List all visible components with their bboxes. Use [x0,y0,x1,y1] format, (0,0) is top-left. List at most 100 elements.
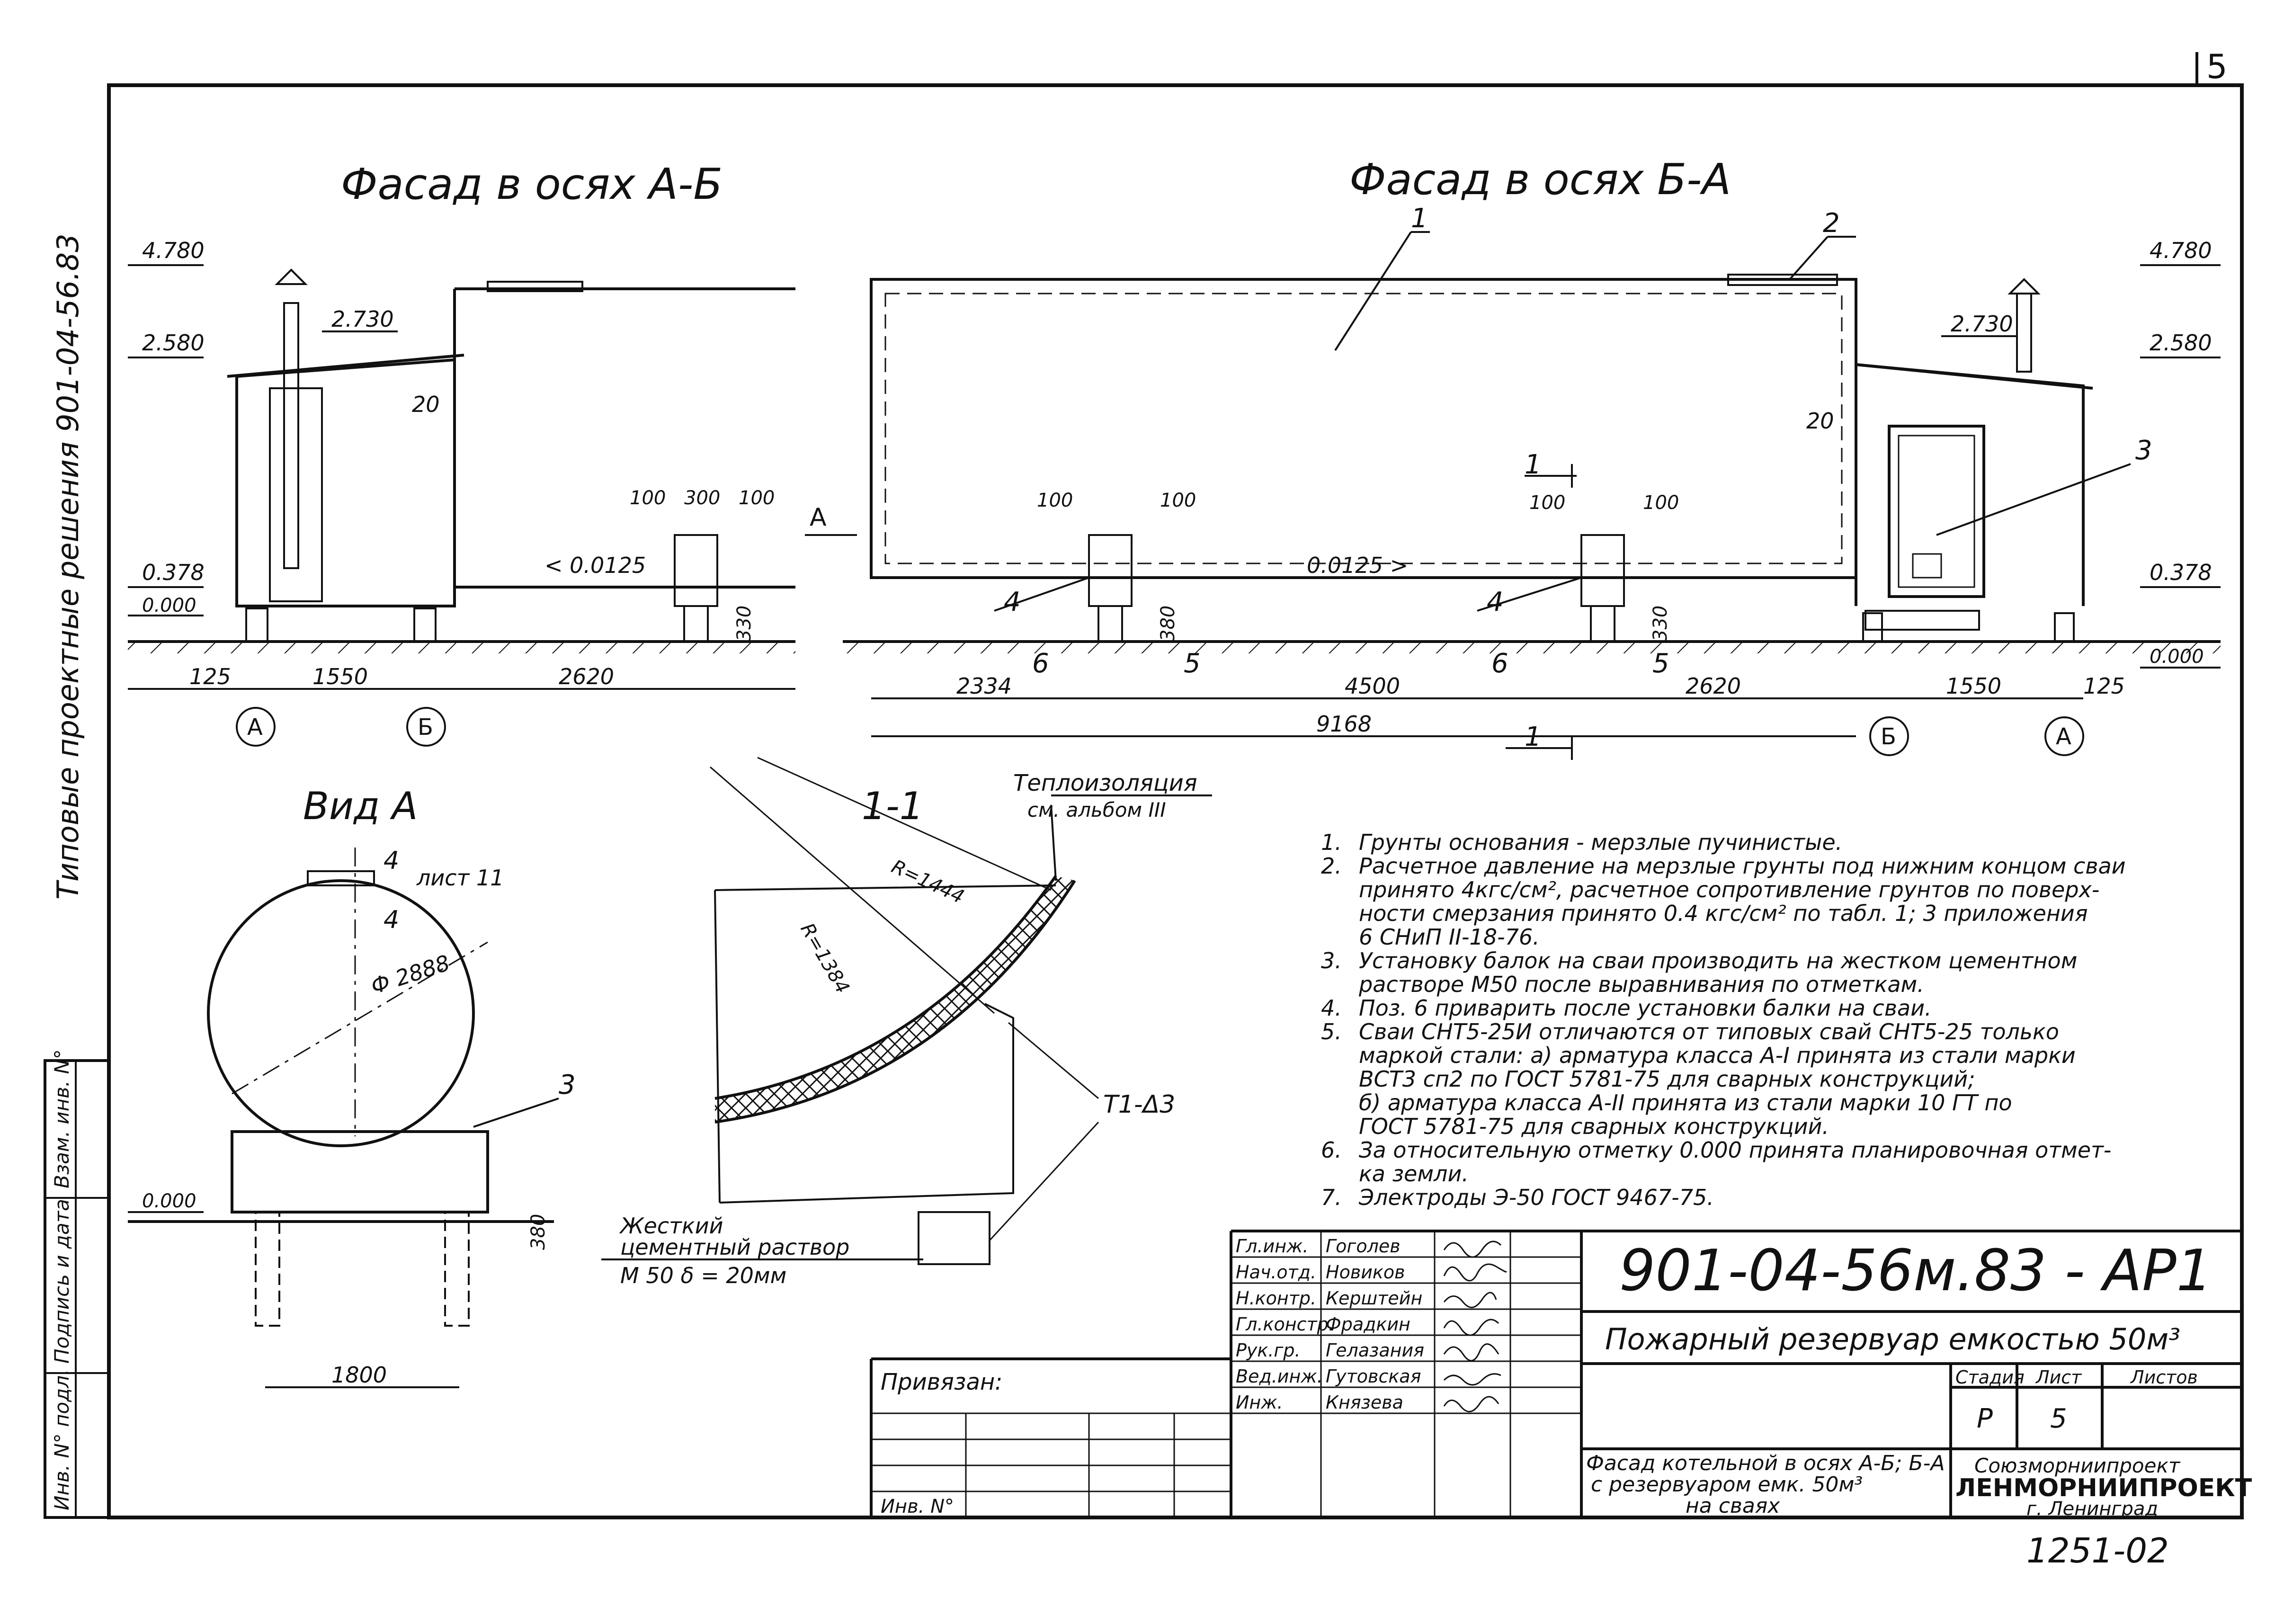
facade-ba-level-2580: 2.580 [2150,330,2212,356]
note-6-line-1: За относительную отметку 0.000 принята п… [1359,1137,2111,1163]
view-a: Вид А 4 4 лист 11 Ф 2888 3 0.000 380 180… [128,784,576,1388]
org-name-1: Союзморниипроект [1974,1454,2181,1477]
facade-ba-pile-dim-4: 100 [1643,492,1679,514]
note-6-num: 6. [1321,1137,1342,1163]
section-mortar-3: М 50 δ = 20мм [620,1263,786,1288]
facade-ab-dim-1550: 1550 [312,664,368,689]
role-1: Гл.инж. [1236,1236,1308,1257]
note-5-line-1: Сваи СНТ5-25И отличаются от типовых свай… [1359,1019,2059,1044]
org-name-2: ЛЕНМОРНИИПРОЕКТ [1955,1474,2252,1502]
facade-ba-dim-2620: 2620 [1686,673,1741,699]
facade-ba-pos-2: 2 [1823,208,1840,239]
facade-ba-title: Фасад в осях Б-А [1349,155,1731,205]
view-a-width: 1800 [331,1362,387,1388]
facade-ab-axis-a: А [247,714,263,741]
sheet-value: 5 [2050,1403,2067,1434]
facade-ba-pile-height-1: 380 [1157,606,1179,642]
facade-ba-level-4780: 4.780 [2150,238,2212,263]
facade-ab-pile-dim-2: 300 [684,487,720,509]
view-a-marker-inner: 4 [384,906,399,934]
section-mortar-2: цементный раствор [620,1234,849,1260]
facade-ba-pos-5a: 5 [1184,648,1201,679]
note-5-num: 5. [1321,1019,1342,1044]
name-4: Фрадкин [1326,1314,1410,1335]
name-3: Керштейн [1326,1288,1422,1309]
facade-ba-pile-height-2: 330 [1650,606,1671,642]
note-6-line-2: ка земли. [1359,1161,1469,1187]
facade-ba: Фасад в осях Б-А [805,155,2221,760]
signatures [1443,1240,1507,1412]
facade-ab-level-0378: 0.378 [142,560,205,585]
sheet-title-1: Фасад котельной в осях А-Б; Б-А [1586,1451,1945,1475]
facade-ba-pos-3: 3 [2135,435,2152,466]
role-6: Вед.инж. [1236,1366,1323,1387]
facade-ba-slope: 0.0125 > [1307,553,1408,578]
facade-ab-callout-20: 20 [412,392,440,417]
sheets-label: Листов [2130,1367,2198,1388]
facade-ba-dim-total: 9168 [1316,711,1372,737]
stage-label: Стадия [1955,1367,2025,1388]
facade-ab-dim-125: 125 [189,664,231,689]
section-insulation-2: см. альбом III [1027,798,1166,821]
facade-ba-dim-2334: 2334 [956,673,1012,699]
facade-ba-axis-b: Б [1881,723,1896,750]
project-name: Пожарный резервуар емкостью 50м³ [1605,1322,2180,1356]
name-5: Гелазания [1326,1340,1424,1361]
note-5-line-5: ГОСТ 5781-75 для сварных конструкций. [1359,1114,1829,1139]
facade-ba-level-2730: 2.730 [1951,311,2013,337]
view-a-level: 0.000 [142,1190,196,1212]
facade-ba-dim-125: 125 [2083,673,2125,699]
drawing-code: 901-04-56м.83 - АР1 [1619,1238,2213,1304]
page-number: 5 [2206,47,2228,86]
stage-value: Р [1977,1403,1993,1434]
facade-ba-axis-a: А [2056,723,2071,750]
view-a-height: 380 [527,1214,549,1250]
org-city: г. Ленинград [2026,1498,2158,1520]
facade-ab-level-4780: 4.780 [142,238,205,263]
facade-ab-level-2730: 2.730 [331,306,394,332]
section-radius-2: R=1384 [796,919,853,997]
bound-label: Привязан: [881,1369,1002,1395]
role-4: Гл.констр. [1236,1314,1334,1335]
facade-ab-axis-b: Б [418,714,433,741]
facade-ab-title: Фасад в осях А-Б [341,160,723,209]
note-3-line-2: растворе М50 после выравнивания по отмет… [1358,972,1924,997]
facade-ba-level-0378: 0.378 [2150,560,2212,585]
facade-ba-dim-1550: 1550 [1946,673,2001,699]
name-7: Князева [1326,1392,1403,1413]
title-block: Гл.инж. Гоголев Нач.отд. Новиков Н.контр… [870,1230,2252,1520]
facade-ab-slope: < 0.0125 [544,553,646,578]
facade-ba-pile-dim-3: 100 [1529,492,1565,514]
note-5-line-4: б) арматура класса А-II принята из стали… [1359,1090,2012,1115]
facade-ba-pos-5b: 5 [1652,648,1669,679]
facade-ab-pile-dim-1: 100 [630,487,666,509]
bottom-code: 1251-02 [2026,1531,2169,1570]
facade-ba-section-mark-top: 1 [1525,449,1542,480]
facade-ba-pile-dim-1: 100 [1037,490,1073,511]
note-5-line-2: маркой стали: а) арматура класса А-I при… [1359,1043,2076,1068]
section-radius-1: R=1444 [888,856,967,908]
left-stamp-label-3: Инв. N° подл. [50,1369,73,1511]
note-7-line-1: Электроды Э-50 ГОСТ 9467-75. [1358,1185,1714,1210]
sheet-title-2: с резервуаром емк. 50м³ [1591,1472,1863,1497]
view-a-sheet-ref: лист 11 [416,865,504,891]
section-1-1: 1-1 Теплоизоляция см. альбом III R=1444 … [601,757,1212,1288]
name-1: Гоголев [1326,1236,1401,1257]
section-title: 1-1 [862,784,924,828]
left-stamp: Взам. инв. N° Подпись и дата Инв. N° под… [44,1049,110,1519]
note-2-line-4: 6 СНиП II-18-76. [1359,924,1540,950]
notes: 1. Грунты основания - мерзлые пучинистые… [1321,830,2126,1210]
facade-ab-level-0000: 0.000 [142,595,196,616]
note-3-num: 3. [1321,948,1342,973]
role-5: Рук.гр. [1236,1340,1301,1361]
note-1-line-1: Грунты основания - мерзлые пучинистые. [1359,830,1842,855]
note-3-line-1: Установку балок на сваи производить на ж… [1359,948,2077,973]
name-2: Новиков [1326,1262,1405,1283]
section-mortar-1: Жесткий [619,1213,723,1239]
facade-ba-callout-20: 20 [1806,408,1834,434]
facade-ab-pile-height: 330 [733,606,755,642]
role-7: Инж. [1236,1392,1283,1413]
section-weld: T1-Δ3 [1103,1090,1175,1119]
section-insulation-1: Теплоизоляция [1013,770,1197,796]
